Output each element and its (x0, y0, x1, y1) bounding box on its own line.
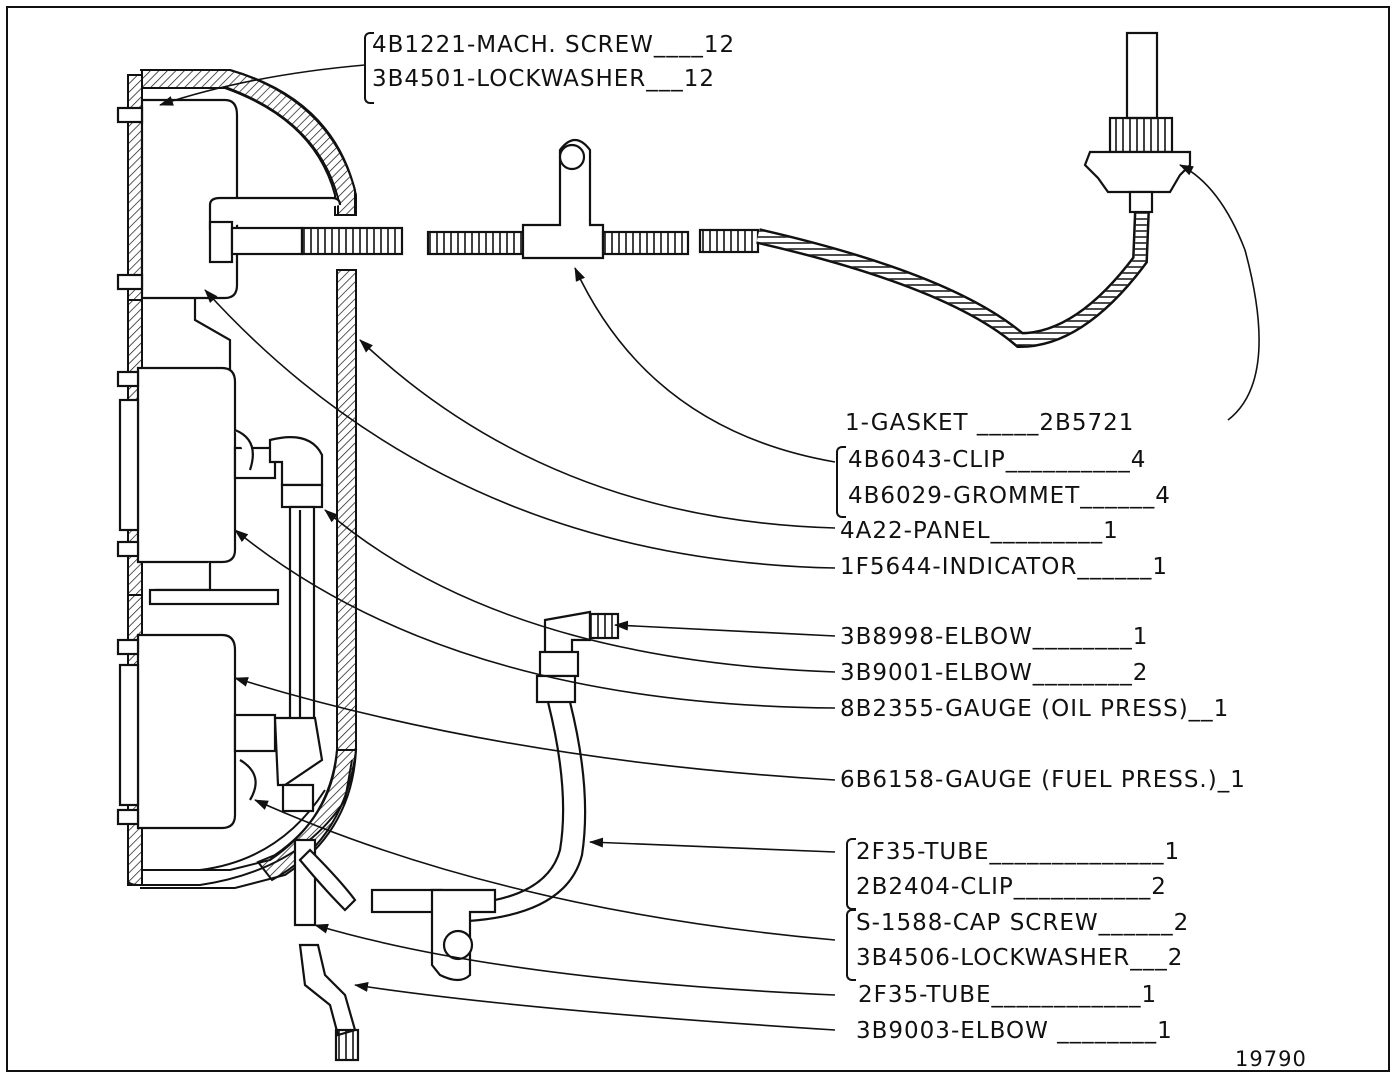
label-elbow-3b9001: 3B9001-ELBOW________2 (840, 660, 1149, 686)
leader-lines (159, 64, 1260, 1031)
label-tube-2f35-b: 2F35-TUBE____________1 (858, 982, 1158, 1008)
figure-frame (6, 6, 1390, 1072)
label-indicator: 1F5644-INDICATOR______1 (840, 554, 1168, 580)
label-clip-4b6043: 4B6043-CLIP__________4 (848, 447, 1147, 473)
figure-number: 19790 (1235, 1047, 1307, 1071)
label-tube-2f35-a: 2F35-TUBE______________1 (856, 839, 1181, 865)
brace-clip-grommet (836, 446, 846, 518)
label-grommet: 4B6029-GROMMET______4 (848, 483, 1171, 509)
oil-gauge-body (116, 366, 324, 729)
label-panel: 4A22-PANEL_________1 (840, 518, 1119, 544)
indicator-body (116, 98, 404, 370)
label-lockwasher-bottom: 3B4506-LOCKWASHER___2 (856, 945, 1184, 971)
label-elbow-3b9003: 3B9003-ELBOW ________1 (856, 1018, 1173, 1044)
label-clip-2b2404: 2B2404-CLIP___________2 (856, 874, 1167, 900)
label-cap-screw: S-1588-CAP SCREW______2 (856, 910, 1190, 936)
brace-top (364, 32, 374, 104)
label-elbow-3b8998: 3B8998-ELBOW________1 (840, 624, 1149, 650)
pressure-line (426, 31, 1192, 349)
label-mach-screw: 4B1221-MACH. SCREW____12 (372, 32, 736, 58)
label-gauge-fuel: 6B6158-GAUGE (FUEL PRESS.)_1 (840, 767, 1246, 793)
label-lockwasher-top: 3B4501-LOCKWASHER___12 (372, 66, 716, 92)
fuel-gauge-body (116, 633, 324, 830)
lower-tube (293, 838, 360, 1062)
label-gasket: 1-GASKET _____2B5721 (845, 410, 1135, 436)
label-gauge-oil: 8B2355-GAUGE (OIL PRESS)__1 (840, 696, 1230, 722)
brace-tube-clip (846, 838, 856, 910)
elbow-and-tube (370, 610, 620, 982)
brace-capscrew (846, 909, 856, 981)
